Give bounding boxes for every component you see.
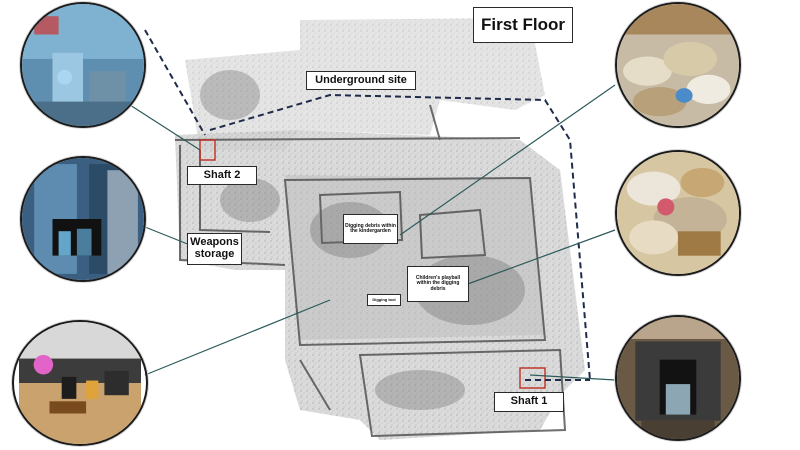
debris-photo-middle [615, 150, 741, 276]
floor-title: First Floor [473, 7, 573, 43]
digging-tool-photo [12, 320, 148, 446]
digging-tool-label: Digging tool [367, 294, 401, 306]
shaft-1-photo [615, 315, 741, 441]
weapons-storage-photo [20, 156, 146, 282]
shaft-1-label: Shaft 1 [494, 392, 564, 412]
weapons-storage-label: Weapons storage [187, 233, 242, 265]
shaft-2-photo [20, 2, 146, 128]
debris-photo-top [615, 2, 741, 128]
shaft-2-label: Shaft 2 [187, 166, 257, 185]
childrens-playball-label: Children's playball within the digging d… [407, 266, 469, 302]
underground-site-label: Underground site [306, 71, 416, 90]
digging-debris-kindergarten-label: Digging debris within the kindergarden [343, 214, 398, 244]
